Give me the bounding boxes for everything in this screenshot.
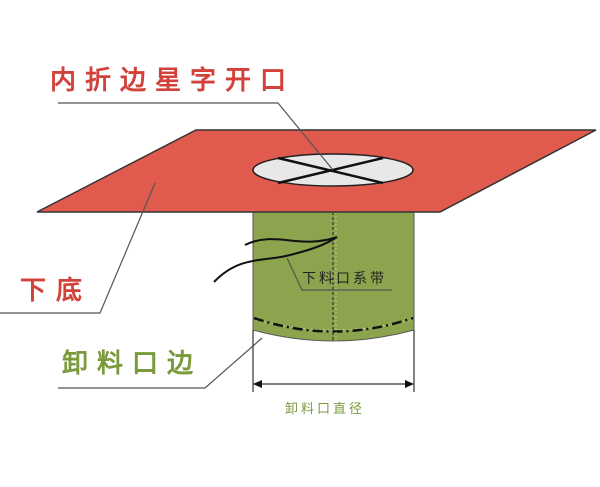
- leader-lines: [0, 102, 392, 389]
- label-inner-fold-star-opening: 内折边星字开口: [50, 66, 296, 96]
- label-outlet-diameter: 卸料口直径: [285, 402, 366, 417]
- label-outlet-tie: 下料口系带: [302, 271, 387, 287]
- label-outlet-edge: 卸料口边: [62, 349, 203, 379]
- tie-strings: [213, 236, 338, 283]
- label-bottom-sheet: 下底: [20, 276, 93, 306]
- diameter-dimension: [252, 330, 415, 392]
